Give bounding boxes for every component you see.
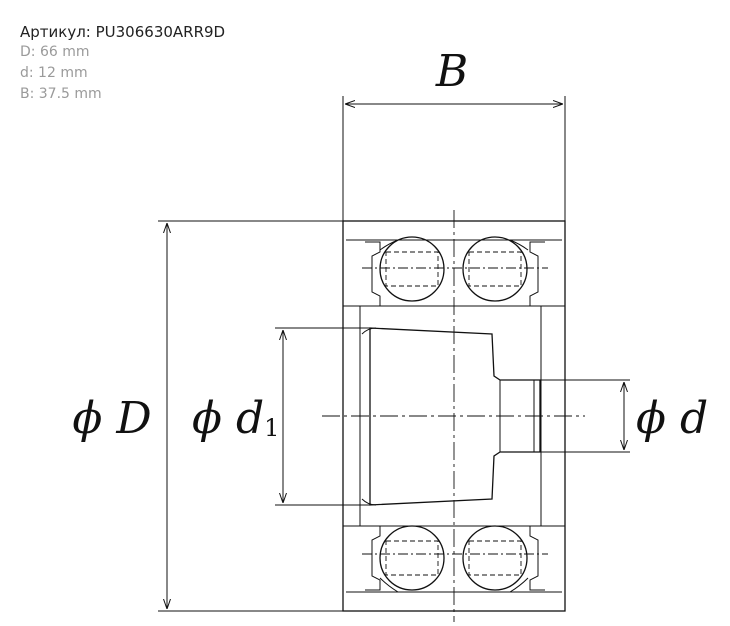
spec-inner-diameter: d: 12 mm	[20, 65, 88, 81]
dimension-outer-diameter: ϕ D	[72, 220, 343, 612]
spec-outer-diameter: D: 66 mm	[20, 44, 90, 60]
bearing-section	[342, 220, 566, 612]
dimension-bore-d: ϕ d	[540, 379, 708, 453]
article-number: Артикул: PU306630ARR9D	[20, 23, 226, 41]
spec-width: B: 37.5 mm	[20, 86, 102, 102]
label-d1: ϕ d1	[192, 393, 279, 444]
spec-block: Артикул: PU306630ARR9D D: 66 mm d: 12 mm…	[20, 22, 225, 105]
label-d: ϕ d	[636, 393, 708, 444]
label-outer-diameter: ϕ D	[72, 393, 151, 444]
centerlines	[322, 210, 585, 622]
label-b: B	[435, 46, 468, 97]
dimension-bore-d1: ϕ d1	[192, 327, 370, 506]
dimension-b: B	[342, 46, 566, 222]
